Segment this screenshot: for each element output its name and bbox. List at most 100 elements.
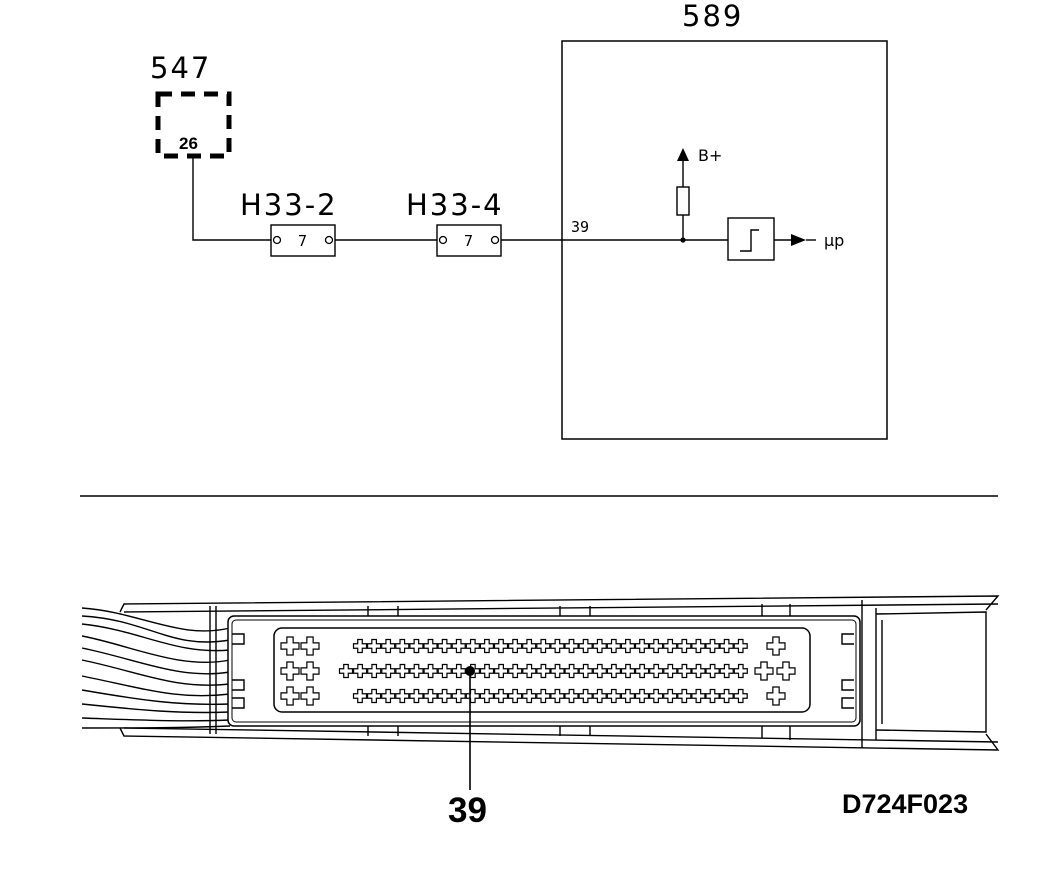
pin-cavity [754, 661, 774, 681]
connector-h33-4-label: H33-4 [406, 188, 504, 222]
pin-cavity [338, 663, 354, 679]
wire-547-to-h33-2 [192, 157, 271, 241]
pin-cavity [663, 638, 678, 654]
connector-h33-2-label: H33-2 [240, 188, 338, 222]
pin-cavity [479, 688, 494, 704]
connector-h33-2-pin-right [324, 235, 334, 245]
pin-cavity [300, 661, 320, 681]
pin-cavity [465, 688, 480, 704]
pin-cavity [437, 688, 452, 704]
pin-cavity [381, 638, 396, 654]
pin-cavity [300, 636, 320, 656]
pin-cavity [564, 688, 579, 704]
output-label: µp [824, 231, 844, 250]
pin-cavity [564, 663, 579, 679]
pin-cavity [493, 688, 509, 704]
pin-cavity [353, 663, 368, 679]
pin-cavity [465, 638, 480, 654]
pin-cavity [620, 638, 635, 654]
pin-cavity [451, 638, 466, 654]
output-arrow-icon [791, 234, 806, 246]
pin-cavity [649, 688, 664, 704]
supply-arrow-icon [677, 148, 689, 161]
pin-cavity [437, 663, 452, 679]
pullup-resistor [676, 186, 690, 216]
pin-cavity [522, 638, 537, 654]
pin-cavity [691, 638, 706, 654]
pin-cavity [367, 663, 382, 679]
component-547-box [155, 91, 232, 159]
pin-cavity [536, 688, 551, 704]
pin-cavity [409, 638, 424, 654]
component-547-pin: 26 [179, 134, 198, 153]
pin-cavity [733, 638, 748, 654]
pin-cavity [508, 688, 523, 704]
pin-cavity [592, 688, 607, 704]
pin-cavity [705, 688, 720, 704]
pin-cavity [606, 663, 621, 679]
pin-cavity [522, 663, 537, 679]
pin-cavity [451, 688, 466, 704]
pin-cavity [550, 638, 565, 654]
connector-drawing [81, 595, 1000, 751]
pin-cavity [776, 661, 796, 681]
pin-cavity [677, 688, 692, 704]
connector-h33-4-pin-right [490, 235, 500, 245]
connector-h33-2-pin-left [272, 235, 282, 245]
figure-code: D724F023 [842, 789, 968, 819]
pin-cavity [352, 638, 368, 654]
pin-cavity [280, 636, 300, 656]
connector-h33-4-pin: 7 [464, 232, 473, 250]
pin-cavity [423, 688, 438, 704]
pin-cavity [578, 638, 593, 654]
pin-cavity [550, 663, 565, 679]
pin-cavity [578, 663, 593, 679]
pin-cavity [663, 663, 678, 679]
supply-label: B+ [698, 146, 722, 165]
pin-cavity [280, 661, 300, 681]
pin-cavity [691, 688, 706, 704]
pin-cavity [508, 663, 523, 679]
pin-cavity [494, 663, 509, 679]
pin-cavity [564, 638, 579, 654]
pin-cavity [634, 638, 650, 654]
schmitt-trigger-symbol [740, 229, 759, 252]
pin-cavity [437, 638, 452, 654]
component-547-label: 547 [150, 51, 211, 85]
pin-cavity [719, 688, 734, 704]
pin-cavity [423, 638, 438, 654]
pin-cavity [606, 638, 621, 654]
ecu-589-box [561, 40, 888, 440]
pin-cavity [705, 638, 720, 654]
pin-cavity [508, 638, 523, 654]
connector-pin-cavities [280, 636, 796, 706]
pin-cavity [381, 688, 396, 704]
connector-h33-4-pin-left [438, 235, 448, 245]
junction-dot [680, 237, 686, 243]
pin-cavity [536, 638, 551, 654]
pin-cavity [423, 663, 438, 679]
pin-cavity [300, 686, 320, 706]
pin-cavity [733, 663, 748, 679]
pin-cavity [663, 688, 678, 704]
pin-cavity [634, 688, 650, 704]
pin-cavity [367, 688, 382, 704]
pin-cavity [733, 688, 748, 704]
pin-cavity [352, 688, 368, 704]
pin-cavity [395, 688, 410, 704]
pin-cavity [280, 686, 300, 706]
ecu-589-label: 589 [682, 0, 743, 33]
pin-cavity [479, 638, 494, 654]
pin-cavity [367, 638, 382, 654]
pin-cavity [451, 663, 466, 679]
pin-cavity [649, 663, 664, 679]
pin-cavity [395, 638, 410, 654]
pin-cavity [719, 663, 734, 679]
pin-cavity [479, 663, 495, 679]
pin-cavity [381, 663, 396, 679]
pin-cavity [691, 663, 706, 679]
pin-cavity [719, 638, 734, 654]
pin-cavity [635, 663, 650, 679]
pin-cavity [409, 688, 424, 704]
